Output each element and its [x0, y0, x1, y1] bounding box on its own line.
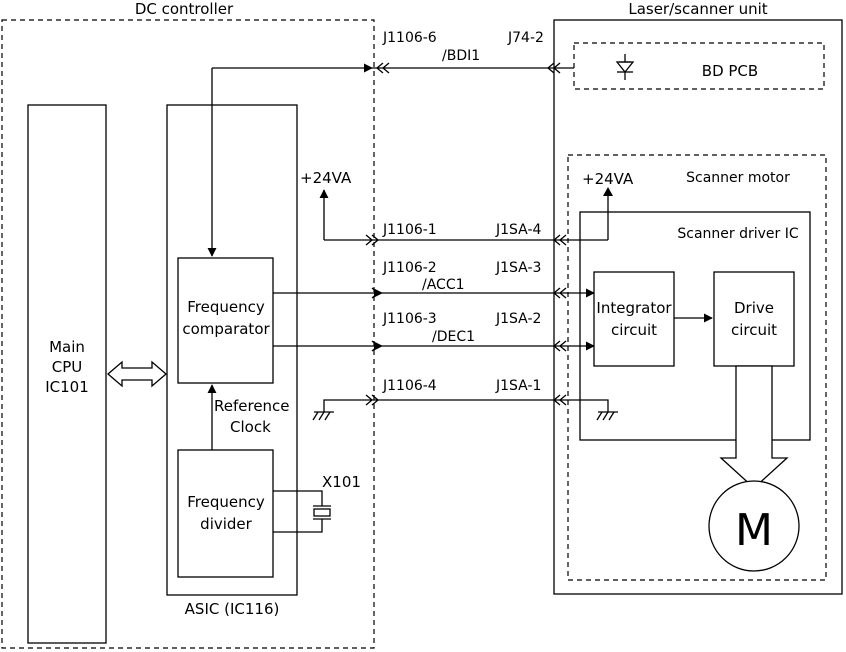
connector-j1sa-1: J1SA-1: [495, 378, 541, 394]
laser-scanner-unit-title: Laser/scanner unit: [628, 0, 767, 18]
connector-j1sa-3: J1SA-3: [495, 260, 541, 276]
power-line-j1106-1: J1106-1 J1SA-4 +24VA: [365, 170, 634, 246]
power-24va-left-label: +24VA: [300, 169, 352, 187]
bdi1-signal: J1106-6 J74-2 /BDI1: [207, 30, 574, 257]
connector-j1sa-4: J1SA-4: [495, 222, 542, 238]
main-cpu-line3: IC101: [45, 378, 89, 396]
drive-to-motor-arrow-icon: [719, 365, 789, 489]
main-cpu-line1: Main: [49, 338, 85, 356]
frequency-comparator-block: Frequency comparator: [177, 257, 274, 384]
connector-j1106-6: J1106-6: [382, 30, 437, 46]
power-24va-right-label: +24VA: [582, 170, 634, 188]
motor-icon: M: [708, 480, 800, 572]
reference-clock-line1: Reference: [214, 397, 290, 415]
frequency-comparator-line2: comparator: [182, 320, 270, 338]
motor-label: M: [735, 505, 773, 556]
main-cpu-block: Main CPU IC101: [27, 104, 107, 644]
frequency-comparator-line1: Frequency: [187, 298, 265, 316]
dec1-signal: J1106-3 J1SA-2 /DEC1: [273, 311, 595, 352]
scanner-driver-ic-title: Scanner driver IC: [677, 226, 798, 242]
signal-acc1: /ACC1: [422, 277, 465, 293]
dc-controller-title: DC controller: [135, 0, 234, 18]
connector-j1106-3: J1106-3: [382, 311, 437, 327]
connector-j74-2: J74-2: [507, 30, 544, 46]
asic-label: ASIC (IC116): [185, 600, 280, 618]
connector-j1106-2: J1106-2: [382, 260, 437, 276]
drive-circuit-line2: circuit: [731, 321, 777, 339]
reference-clock-line2: Clock: [230, 418, 271, 436]
scanner-motor-region: Scanner motor: [567, 154, 827, 581]
frequency-divider-line1: Frequency: [187, 493, 265, 511]
integrator-circuit-line2: circuit: [611, 321, 657, 339]
connector-j1sa-2: J1SA-2: [495, 311, 541, 327]
ground-icon: [312, 411, 334, 421]
integrator-circuit-line1: Integrator: [596, 299, 672, 317]
connector-j1106-4: J1106-4: [382, 378, 437, 394]
ground-icon: [596, 411, 618, 421]
frequency-divider-block: Frequency divider: [177, 449, 274, 578]
acc1-signal: J1106-2 J1SA-3 /ACC1: [273, 260, 595, 299]
dc-controller-region: DC controller: [1, 0, 375, 649]
bd-pcb-block: BD PCB: [573, 42, 825, 90]
connector-j1106-1: J1106-1: [382, 222, 437, 238]
frequency-divider-line2: divider: [200, 515, 252, 533]
integrator-circuit-block: Integrator circuit: [593, 271, 675, 367]
signal-bdi1: /BDI1: [442, 48, 480, 64]
ground-line-j1106-4: J1106-4 J1SA-1: [312, 378, 618, 421]
scanner-motor-title: Scanner motor: [686, 170, 790, 186]
laser-scanner-unit-region: Laser/scanner unit: [553, 0, 843, 595]
drive-circuit-line1: Drive: [734, 299, 774, 317]
crystal-x101: X101: [273, 473, 361, 533]
bus-double-arrow-icon: [107, 360, 167, 388]
signal-dec1: /DEC1: [432, 329, 475, 345]
scanner-driver-ic-block: Scanner driver IC: [579, 211, 811, 441]
diode-icon: [615, 54, 635, 80]
main-cpu-line2: CPU: [52, 358, 83, 376]
bd-pcb-label: BD PCB: [702, 62, 758, 80]
crystal-label: X101: [322, 473, 361, 491]
drive-circuit-block: Drive circuit: [713, 271, 795, 367]
power-24va-left: +24VA: [300, 169, 372, 241]
